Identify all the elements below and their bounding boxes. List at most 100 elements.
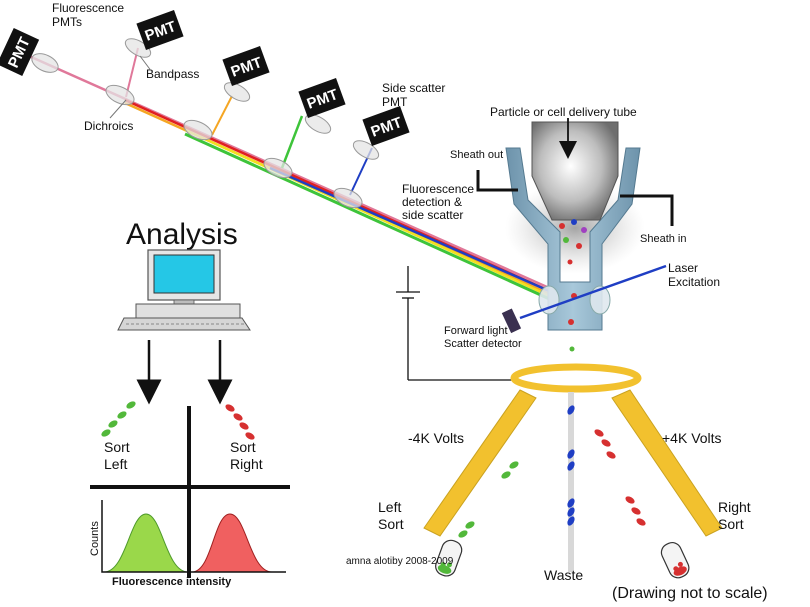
pmt-detectors: PMT PMT PMT PMT PMT	[0, 10, 410, 146]
right-drop-5	[631, 507, 641, 515]
side-scatter-line-1: Side scatter	[382, 81, 445, 95]
tube-particle-8	[568, 319, 574, 325]
dichroic-2	[183, 119, 213, 141]
charging-ring	[510, 363, 642, 393]
right-drop-1	[594, 429, 604, 437]
sort-right-line-2: Right	[230, 456, 263, 472]
computer-icon	[117, 249, 251, 331]
beam-blue	[269, 166, 566, 300]
beam-pink	[19, 50, 566, 297]
waste-drop-5	[567, 507, 575, 517]
fluorescence-pmts-line-1: Fluorescence	[52, 1, 124, 15]
branch-green	[280, 115, 304, 169]
right-drop-3	[606, 451, 616, 459]
counts-label: Counts	[89, 521, 101, 556]
histogram	[101, 500, 286, 573]
tube-particle-6	[567, 259, 573, 265]
laser-line-1: Laser	[668, 261, 698, 275]
waste-drop-3	[567, 461, 575, 471]
fluorescence-detection-label: Fluorescence detection & side scatter	[402, 182, 477, 222]
sheath-in-label: Sheath in	[640, 233, 686, 245]
computer-base	[135, 303, 241, 319]
dichroic-3	[263, 157, 293, 179]
tube-particle-5	[576, 243, 582, 249]
waste-drop-2	[567, 449, 575, 459]
right-deflection-plate	[611, 389, 723, 537]
forward-line-2: Scatter detector	[444, 338, 522, 350]
forward-scatter-detector	[501, 308, 522, 334]
pmt-4: PMT	[298, 78, 346, 118]
minus-volts-label: -4K Volts	[408, 430, 464, 446]
sort-arrows	[136, 340, 233, 405]
flow-cell	[476, 118, 674, 352]
bandpass-1	[124, 38, 152, 58]
sort-right-drop-2	[233, 413, 243, 421]
bandpass-3	[304, 114, 332, 134]
sort-left-drop-2	[117, 411, 127, 419]
fluorescence-pmts-line-2: PMTs	[52, 15, 82, 29]
fluor-detect-line-1: Fluorescence	[402, 182, 474, 196]
beam-green	[184, 132, 566, 308]
spray-mist	[505, 182, 645, 274]
analysis-title: Analysis	[126, 218, 238, 251]
sort-right-label: Sort Right	[230, 439, 263, 472]
histogram-axes	[101, 500, 286, 573]
right-drop-4	[625, 496, 635, 504]
histogram-green-peak	[103, 513, 189, 573]
tube-particle-1	[559, 223, 565, 229]
left-sort-line-1: Left	[378, 499, 401, 515]
sort-right-line-1: Sort	[230, 439, 256, 455]
side-scatter-line-2: PMT	[382, 95, 408, 109]
fluor-detect-line-3: side scatter	[402, 208, 463, 222]
sort-left-drop-3	[108, 420, 118, 428]
filter-1	[31, 53, 59, 73]
left-drop-1	[509, 461, 519, 469]
sort-left-line-1: Sort	[104, 439, 130, 455]
laser-excitation-label: Laser Excitation	[668, 261, 720, 289]
left-collection-tube	[435, 539, 463, 577]
pmt-3: PMT	[222, 46, 270, 86]
scale-note-label: (Drawing not to scale)	[612, 585, 768, 602]
left-sort-line-2: Sort	[378, 516, 404, 532]
side-scatter-pmt-label: Side scatter PMT	[382, 81, 449, 109]
bandpass-4	[352, 140, 380, 160]
branch-orange	[211, 95, 233, 136]
monitor-screen	[153, 254, 215, 294]
tube-particle-3	[581, 227, 587, 233]
dichroic-1	[105, 84, 135, 106]
waste-drop-6	[567, 516, 575, 526]
charging-circuit	[396, 266, 514, 381]
sort-left-line-2: Left	[104, 456, 127, 472]
forward-scatter-label: Forward light Scatter detector	[444, 325, 522, 350]
sort-left-drop-1	[126, 401, 136, 409]
right-collection-tube	[660, 542, 690, 579]
left-drop-2	[501, 471, 511, 479]
sort-divider	[90, 406, 290, 578]
left-sort-label: Left Sort	[378, 499, 405, 532]
waste-drop-4	[567, 498, 575, 508]
waste-drop-1	[567, 405, 575, 415]
flow-window-right	[589, 285, 611, 315]
analysis-droplets	[101, 401, 255, 440]
dichroics-label: Dichroics	[84, 119, 133, 133]
sort-right-drop-1	[225, 404, 235, 412]
right-drop-2	[601, 439, 611, 447]
left-drop-4	[458, 530, 468, 538]
sort-right-drop-4	[245, 432, 255, 440]
droplets	[458, 405, 646, 538]
right-drop-6	[636, 518, 646, 526]
monitor-stand	[173, 299, 195, 305]
left-deflection-plate	[423, 389, 537, 537]
sheath-in-pipe	[620, 194, 674, 226]
sheath-out-label: Sheath out	[450, 149, 503, 161]
histogram-red-peak	[191, 513, 273, 573]
deflection-assembly	[423, 363, 723, 572]
sort-right-drop-3	[239, 422, 249, 430]
delivery-tube-label: Particle or cell delivery tube	[490, 105, 637, 119]
branch-pink	[125, 47, 139, 98]
fluor-detect-line-2: detection &	[402, 195, 462, 209]
bandpass-pointer	[139, 55, 153, 73]
optical-filters	[31, 38, 380, 209]
right-sort-line-1: Right	[718, 499, 751, 515]
